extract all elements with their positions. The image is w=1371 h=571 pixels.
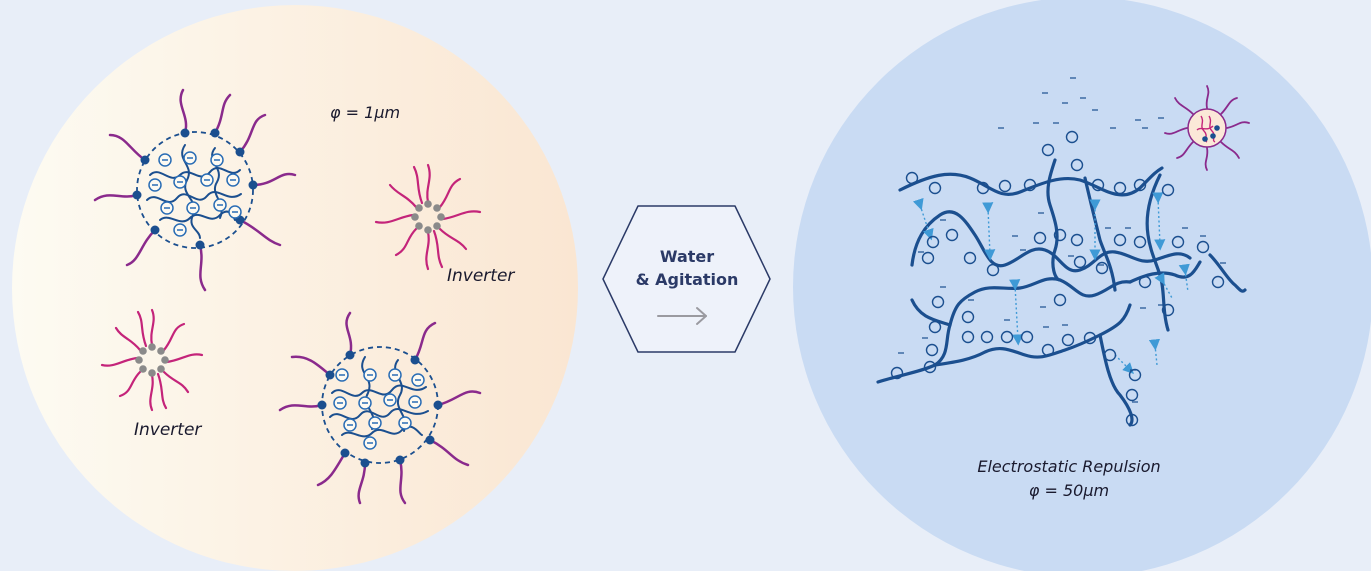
- repulsion-arrows: [912, 192, 1190, 374]
- caption-electrostatic: Electrostatic Repulsion: [977, 457, 1160, 476]
- size-label-small: φ = 1μm: [330, 103, 400, 122]
- inverter-label-left: Inverter: [134, 420, 202, 440]
- polymer-micelle-top: [93, 88, 297, 292]
- inverter-micelle-right: [374, 163, 482, 271]
- inverter-micelle-left: [100, 308, 204, 412]
- process-label-line2: & Agitation: [636, 270, 739, 289]
- right-arrow-icon: [657, 307, 707, 325]
- negative-charges: [898, 77, 1226, 403]
- small-micelle-icon: [1164, 85, 1250, 171]
- right-panel-circle: [793, 0, 1371, 571]
- size-label-large: φ = 50μm: [1029, 481, 1109, 500]
- polymer-micelle-bottom: [278, 311, 482, 505]
- inverter-label-right: Inverter: [447, 266, 515, 286]
- process-step-hexagon: Water & Agitation: [602, 205, 771, 353]
- process-label-line1: Water: [660, 247, 714, 266]
- left-panel-circle: [12, 5, 578, 571]
